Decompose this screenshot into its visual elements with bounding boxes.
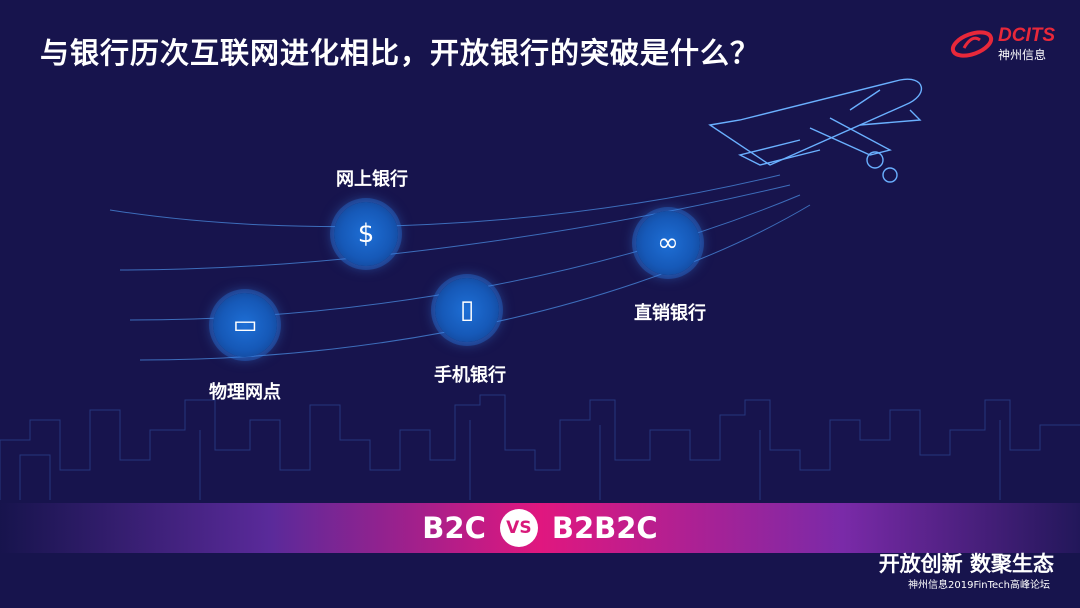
card-icon: ▭	[213, 293, 277, 357]
node-label-direct-banking: 直销银行	[634, 303, 706, 324]
currency-exchange-icon: ∞	[636, 211, 700, 275]
logo-subtext: 神州信息	[998, 48, 1047, 62]
city-skyline	[0, 394, 1080, 500]
vs-badge: VS	[499, 509, 538, 547]
comparison-banner: B2C VS B2B2C	[0, 503, 1080, 553]
banner-right: B2B2C	[551, 511, 658, 545]
footer-event: 神州信息2019FinTech高峰论坛	[908, 580, 1050, 591]
dcits-logo: DCITS 神州信息	[950, 24, 1060, 64]
phone-icon: ▯	[435, 278, 499, 342]
banner-left: B2C	[422, 511, 486, 545]
node-label-mobile-banking: 手机银行	[434, 365, 506, 386]
node-label-online-banking: 网上银行	[336, 169, 408, 190]
slide-title: 与银行历次互联网进化相比，开放银行的突破是什么？	[40, 36, 761, 70]
footer-slogan: 开放创新 数聚生态	[878, 552, 1054, 576]
logo-swirl-icon	[950, 30, 994, 58]
airplane-icon	[708, 78, 923, 183]
node-label-branch: 物理网点	[209, 382, 281, 403]
coins-icon: $	[334, 202, 398, 266]
logo-text: DCITS	[998, 25, 1055, 46]
